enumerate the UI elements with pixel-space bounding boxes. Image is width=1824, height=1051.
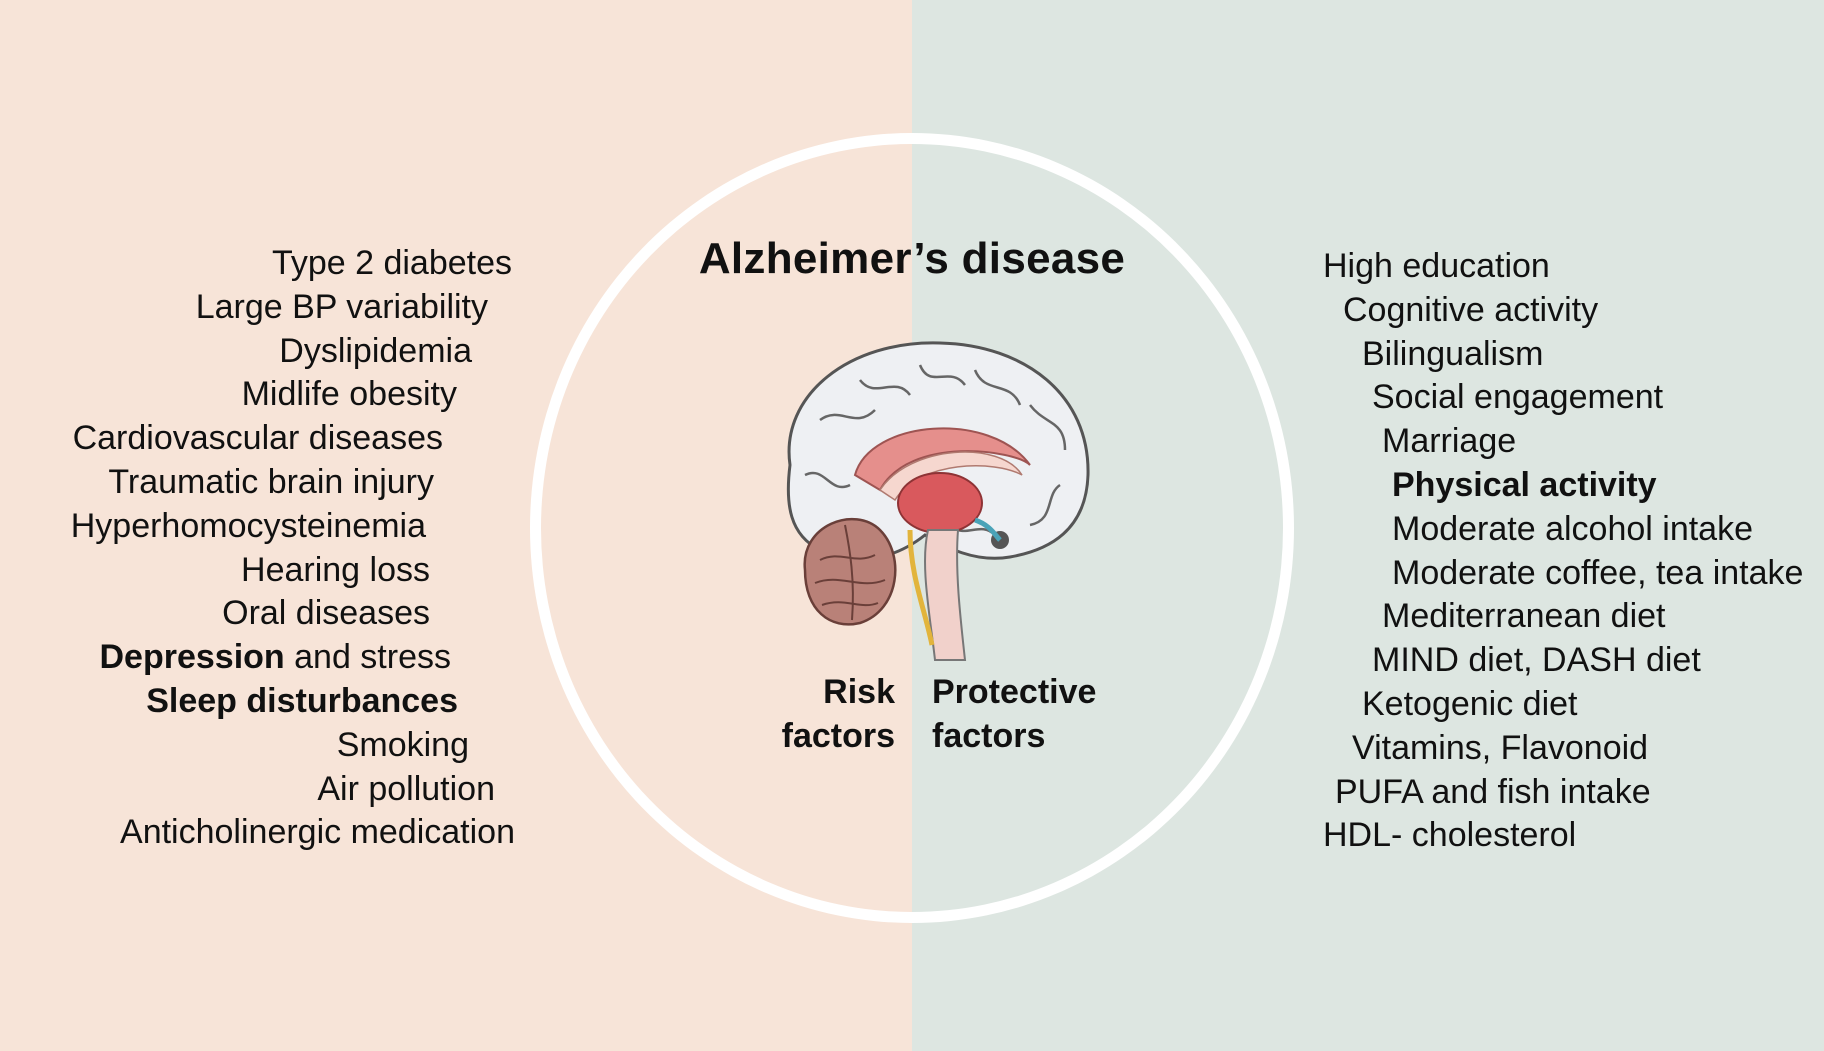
risk-label-line-2: factors: [781, 717, 895, 755]
gyri: [804, 364, 1067, 536]
thalamus: [897, 472, 983, 534]
risk-factor-item: Sleep disturbances: [146, 682, 458, 720]
protective-factor-item: Cognitive activity: [1343, 290, 1599, 329]
protective-factor-item: PUFA and fish intake: [1335, 772, 1651, 811]
risk-factor-item: Hearing loss: [241, 550, 430, 589]
risk-factor-item: Anticholinergic medication: [120, 813, 515, 852]
risk-factor-item: Dyslipidemia: [279, 331, 472, 370]
risk-factor-item: Depression and stress: [100, 637, 452, 677]
risk-factor-item: Cardiovascular diseases: [72, 419, 443, 458]
protective-factor-item: Ketogenic diet: [1362, 685, 1578, 723]
risk-factor-suffix: and stress: [284, 638, 451, 677]
risk-factor-item: Smoking: [336, 725, 469, 764]
risk-factor-item: Hyperhomocysteinemia: [70, 506, 426, 545]
risk-factor-item: Large BP variability: [195, 287, 488, 326]
protective-factor-item: Vitamins, Flavonoid: [1352, 728, 1649, 767]
risk-label-line-1: Risk: [823, 673, 895, 711]
protective-factor-item: Marriage: [1382, 422, 1517, 461]
protective-factor-item: Moderate alcohol intake: [1392, 509, 1754, 548]
cerebellum: [803, 518, 897, 626]
protective-label-line-2: factors: [932, 717, 1046, 755]
brainstem: [924, 529, 967, 661]
risk-factor-item: Oral diseases: [222, 594, 430, 633]
protective-factor-item: Physical activity: [1392, 466, 1657, 504]
corpus-callosum: [853, 427, 1031, 492]
risk-factors-label: Risk factors: [700, 670, 895, 758]
center-circle: [530, 133, 1294, 923]
hypothalamus: [974, 517, 1002, 542]
risk-factor-item: Traumatic brain injury: [108, 463, 434, 501]
protective-factor-item: MIND diet, DASH diet: [1372, 641, 1701, 680]
risk-factor-emphasis: Depression: [99, 638, 285, 677]
protective-factor-item: Moderate coffee, tea intake: [1392, 553, 1804, 592]
protective-factors-label: Protective factors: [932, 670, 1172, 758]
nerve: [907, 529, 935, 646]
protective-factor-item: Social engagement: [1372, 378, 1664, 417]
protective-factor-item: Bilingualism: [1362, 334, 1544, 373]
protective-label-line-1: Protective: [932, 673, 1097, 711]
diagram-title: Alzheimer’s disease: [698, 234, 1126, 283]
cerebellum-folds: [814, 524, 886, 621]
risk-factor-item: Midlife obesity: [241, 375, 457, 414]
risk-factor-item: Air pollution: [317, 769, 495, 808]
risk-factor-item: Type 2 diabetes: [271, 244, 512, 282]
protective-factor-item: High education: [1323, 247, 1550, 285]
protective-factor-item: Mediterranean diet: [1382, 597, 1666, 636]
brain-illustration: [786, 341, 1090, 661]
protective-factor-item: HDL- cholesterol: [1323, 816, 1577, 855]
